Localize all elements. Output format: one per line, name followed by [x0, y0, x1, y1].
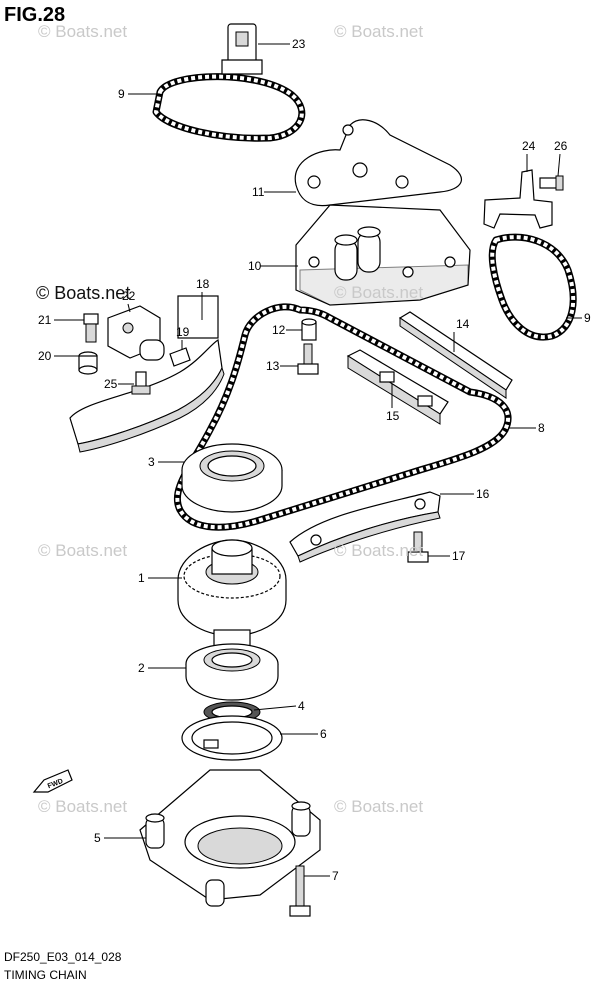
figure-name: TIMING CHAIN	[4, 968, 87, 982]
callout-number-6: 6	[320, 727, 327, 741]
watermark: © Boats.net	[38, 797, 128, 816]
callout-number-5: 5	[94, 831, 101, 845]
watermark: © Boats.net	[334, 541, 424, 560]
watermark: © Boats.net	[334, 22, 424, 41]
callout-number-9: 9	[584, 311, 591, 325]
watermark: © Boats.net	[334, 283, 424, 302]
watermark: © Boats.net	[38, 541, 128, 560]
figure-title: FIG.28	[4, 4, 66, 26]
bolt-13	[297, 343, 319, 375]
callout-number-15: 15	[386, 409, 400, 423]
tensioner-22	[107, 305, 165, 361]
main-timing-chain-8	[173, 303, 512, 531]
callout-number-13: 13	[266, 359, 280, 373]
callout-number-19: 19	[176, 325, 190, 339]
callout-number-23: 23	[292, 37, 306, 51]
callout-number-21: 21	[38, 313, 52, 327]
callout-number-18: 18	[196, 277, 210, 291]
bearing-2	[185, 643, 279, 701]
gasket-11	[294, 119, 463, 207]
callout-number-9: 9	[118, 87, 125, 101]
bolt-7	[289, 865, 311, 917]
callout-number-25: 25	[104, 377, 118, 391]
dowel-12	[301, 318, 317, 341]
callout-leader-26	[557, 153, 561, 177]
callout-number-4: 4	[298, 699, 305, 713]
callout-number-16: 16	[476, 487, 490, 501]
bolt-17	[407, 531, 429, 563]
callout-number-11: 11	[252, 185, 265, 199]
right-chain-loop	[488, 233, 577, 341]
chain-guide-14	[398, 311, 513, 399]
callout-number-26: 26	[554, 139, 568, 153]
callout-number-22: 22	[122, 289, 136, 303]
figure-code: DF250_E03_014_028	[4, 950, 122, 964]
upper-chain-loop	[152, 73, 306, 142]
bolt-26	[539, 175, 564, 191]
watermark-prominent: © Boats.net	[36, 283, 131, 303]
callout-number-2: 2	[138, 661, 145, 675]
plate-6	[181, 715, 283, 761]
bearing-3	[181, 443, 283, 513]
watermark: © Boats.net	[38, 22, 128, 41]
watermark: © Boats.net	[334, 797, 424, 816]
chain-tensioner-23	[221, 23, 263, 75]
callout-number-8: 8	[538, 421, 545, 435]
bolt-21	[83, 313, 99, 343]
pin-19	[169, 347, 191, 367]
collar-20	[78, 351, 98, 375]
callout-number-12: 12	[272, 323, 286, 337]
housing-10	[295, 204, 471, 306]
fwd-arrow-icon: FWD	[32, 769, 73, 793]
bolt-25	[131, 371, 151, 395]
callout-number-3: 3	[148, 455, 155, 469]
callout-leader-22	[127, 303, 131, 313]
callout-number-20: 20	[38, 349, 52, 363]
callout-number-24: 24	[522, 139, 536, 153]
callout-number-7: 7	[332, 869, 339, 883]
housing-5	[139, 769, 321, 907]
bracket-24	[483, 169, 553, 229]
callout-number-14: 14	[456, 317, 470, 331]
gear-1	[177, 539, 287, 649]
callout-layer: 1234567899101112131415161718192021222324…	[38, 37, 591, 883]
chain-guide-16	[289, 491, 441, 563]
callout-number-1: 1	[138, 571, 145, 585]
callout-number-17: 17	[452, 549, 466, 563]
chain-guide-15	[346, 349, 449, 425]
callout-leader-4	[253, 705, 297, 711]
callout-number-10: 10	[248, 259, 262, 273]
